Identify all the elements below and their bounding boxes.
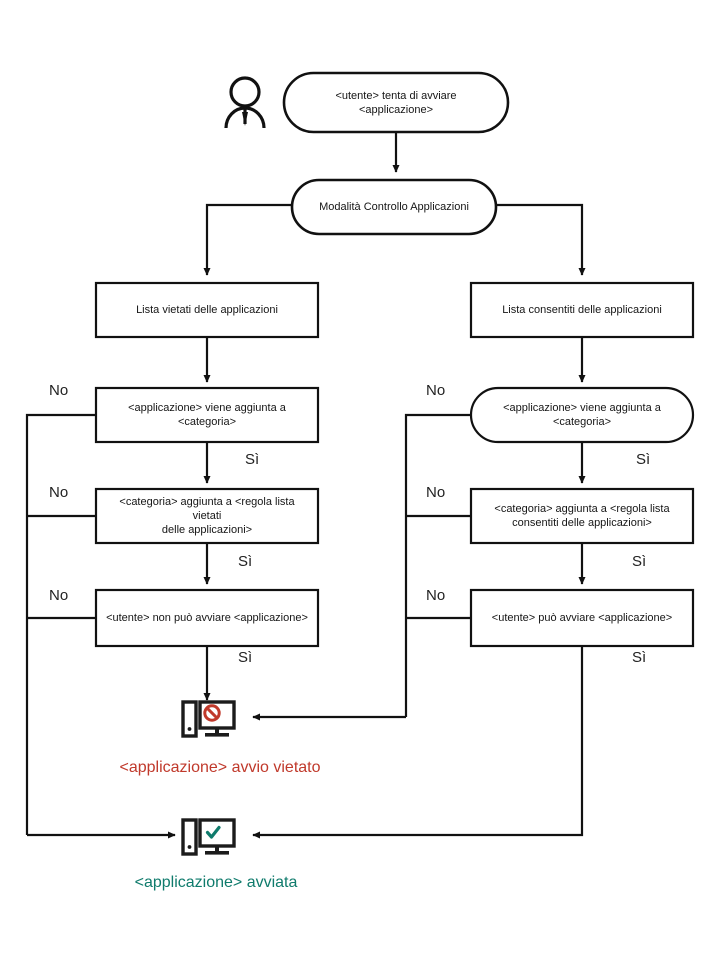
outcome-started-label: <applicazione> avviata: [134, 874, 298, 891]
node-deny-result-shape: [94, 588, 320, 648]
edge-label-no-right-1: No: [426, 382, 446, 399]
node-deny-rule-shape: [94, 487, 320, 545]
edge-label-no-left-1: No: [49, 382, 69, 399]
edge-label-no-left-2: No: [49, 484, 69, 501]
edge-label-si-right-3: Sì: [632, 649, 647, 666]
edge-label-no-right-3: No: [426, 587, 446, 604]
edge-label-si-left-2: Sì: [238, 553, 253, 570]
node-denylist-shape: [94, 281, 320, 339]
node-start-shape: [282, 71, 510, 134]
computer-check-icon: [181, 818, 236, 856]
node-allow-added-shape: [469, 386, 695, 444]
outcome-blocked-label: <applicazione> avvio vietato: [119, 759, 321, 776]
edge-label-si-right-2: Sì: [632, 553, 647, 570]
node-allow-result-shape: [469, 588, 695, 648]
edge-label-si-left-1: Sì: [245, 451, 260, 468]
edge-label-no-right-2: No: [426, 484, 446, 501]
node-mode-shape: [290, 178, 498, 236]
edge-label-no-left-3: No: [49, 587, 69, 604]
computer-blocked-icon: [181, 700, 236, 738]
edge-label-si-right-1: Sì: [636, 451, 651, 468]
node-allow-rule-shape: [469, 487, 695, 545]
edge-label-si-left-3: Sì: [238, 649, 253, 666]
node-deny-added-shape: [94, 386, 320, 444]
node-allowlist-shape: [469, 281, 695, 339]
